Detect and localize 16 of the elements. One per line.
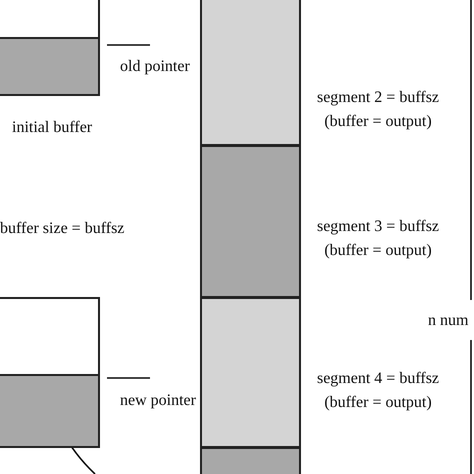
buffer-segment (200, 0, 301, 146)
buffer-box (0, 0, 100, 96)
segment-label: (buffer = output) (324, 241, 432, 260)
segment-label: segment 4 = buffsz (316, 369, 440, 388)
count-label: n num (428, 311, 468, 330)
segment-label: segment 2 = buffsz (316, 88, 440, 107)
segment-label: segment 3 = buffsz (316, 217, 440, 236)
segment-label: (buffer = output) (324, 112, 432, 131)
buffer-box (0, 297, 100, 448)
pointer-label: old pointer (120, 57, 190, 76)
size-label: buffer size = buffsz (0, 219, 124, 238)
segment-label: (buffer = output) (324, 393, 432, 412)
pointer-label: new pointer (120, 391, 196, 410)
buffer-segment (200, 297, 301, 448)
buffer-segment (200, 145, 301, 298)
buffer-caption: initial buffer (12, 118, 92, 137)
